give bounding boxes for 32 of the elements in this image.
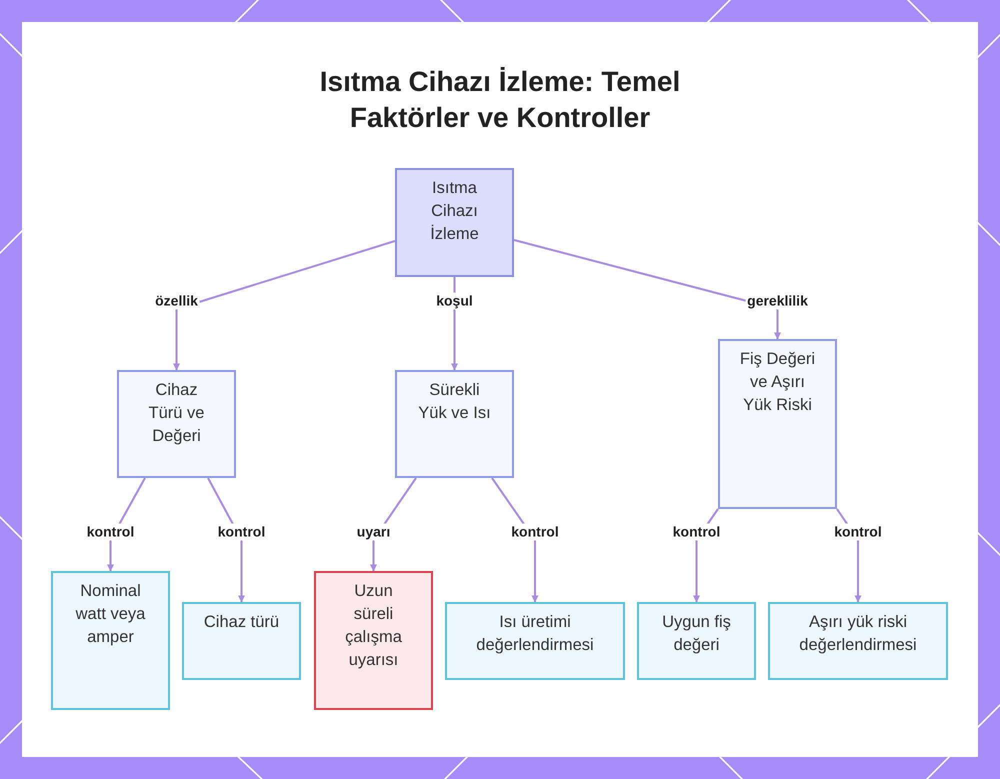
edge-label: koşul bbox=[434, 292, 475, 310]
detail-box bbox=[637, 602, 756, 680]
detail-box bbox=[768, 602, 948, 680]
connector-arrow bbox=[514, 239, 781, 340]
diagram-title: Isıtma Cihazı İzleme: Temel Faktörler ve Kontroller bbox=[318, 65, 682, 135]
node-label: Fiş Değeri ve Aşırı Yük Riski bbox=[738, 349, 816, 416]
node-label: Uzun süreli çalışma uyarısı bbox=[344, 581, 403, 671]
node-label: Isıtma Cihazı İzleme bbox=[429, 178, 480, 245]
category-box bbox=[395, 370, 514, 478]
node-label: Aşırı yük riski değerlendirmesi bbox=[798, 612, 918, 656]
edge-label: kontrol bbox=[670, 524, 722, 540]
node-label: Nominal watt veya amper bbox=[74, 581, 146, 648]
edge-label: kontrol bbox=[216, 524, 268, 540]
edge-label: kontrol bbox=[84, 524, 136, 540]
node-label: Sürekli Yük ve Isı bbox=[417, 380, 492, 424]
warning-box bbox=[314, 571, 433, 710]
edge-label: özellik bbox=[153, 292, 200, 310]
edge-label: gereklilik bbox=[745, 292, 810, 310]
connector-arrow bbox=[173, 240, 396, 370]
node-label: Cihaz türü bbox=[204, 612, 280, 633]
detail-box bbox=[445, 602, 625, 680]
node-label: Cihaz Türü ve Değeri bbox=[148, 380, 206, 447]
node-label: Uygun fiş değeri bbox=[661, 612, 732, 656]
category-box bbox=[117, 370, 236, 478]
edge-label: kontrol bbox=[509, 524, 561, 540]
detail-box bbox=[51, 571, 170, 710]
category-box bbox=[718, 339, 837, 509]
node-label: Isı üretimi değerlendirmesi bbox=[475, 612, 595, 656]
edge-label: kontrol bbox=[832, 524, 884, 540]
topic-box bbox=[395, 168, 514, 277]
detail-box bbox=[182, 602, 301, 680]
edge-label: uyarı bbox=[354, 524, 392, 540]
